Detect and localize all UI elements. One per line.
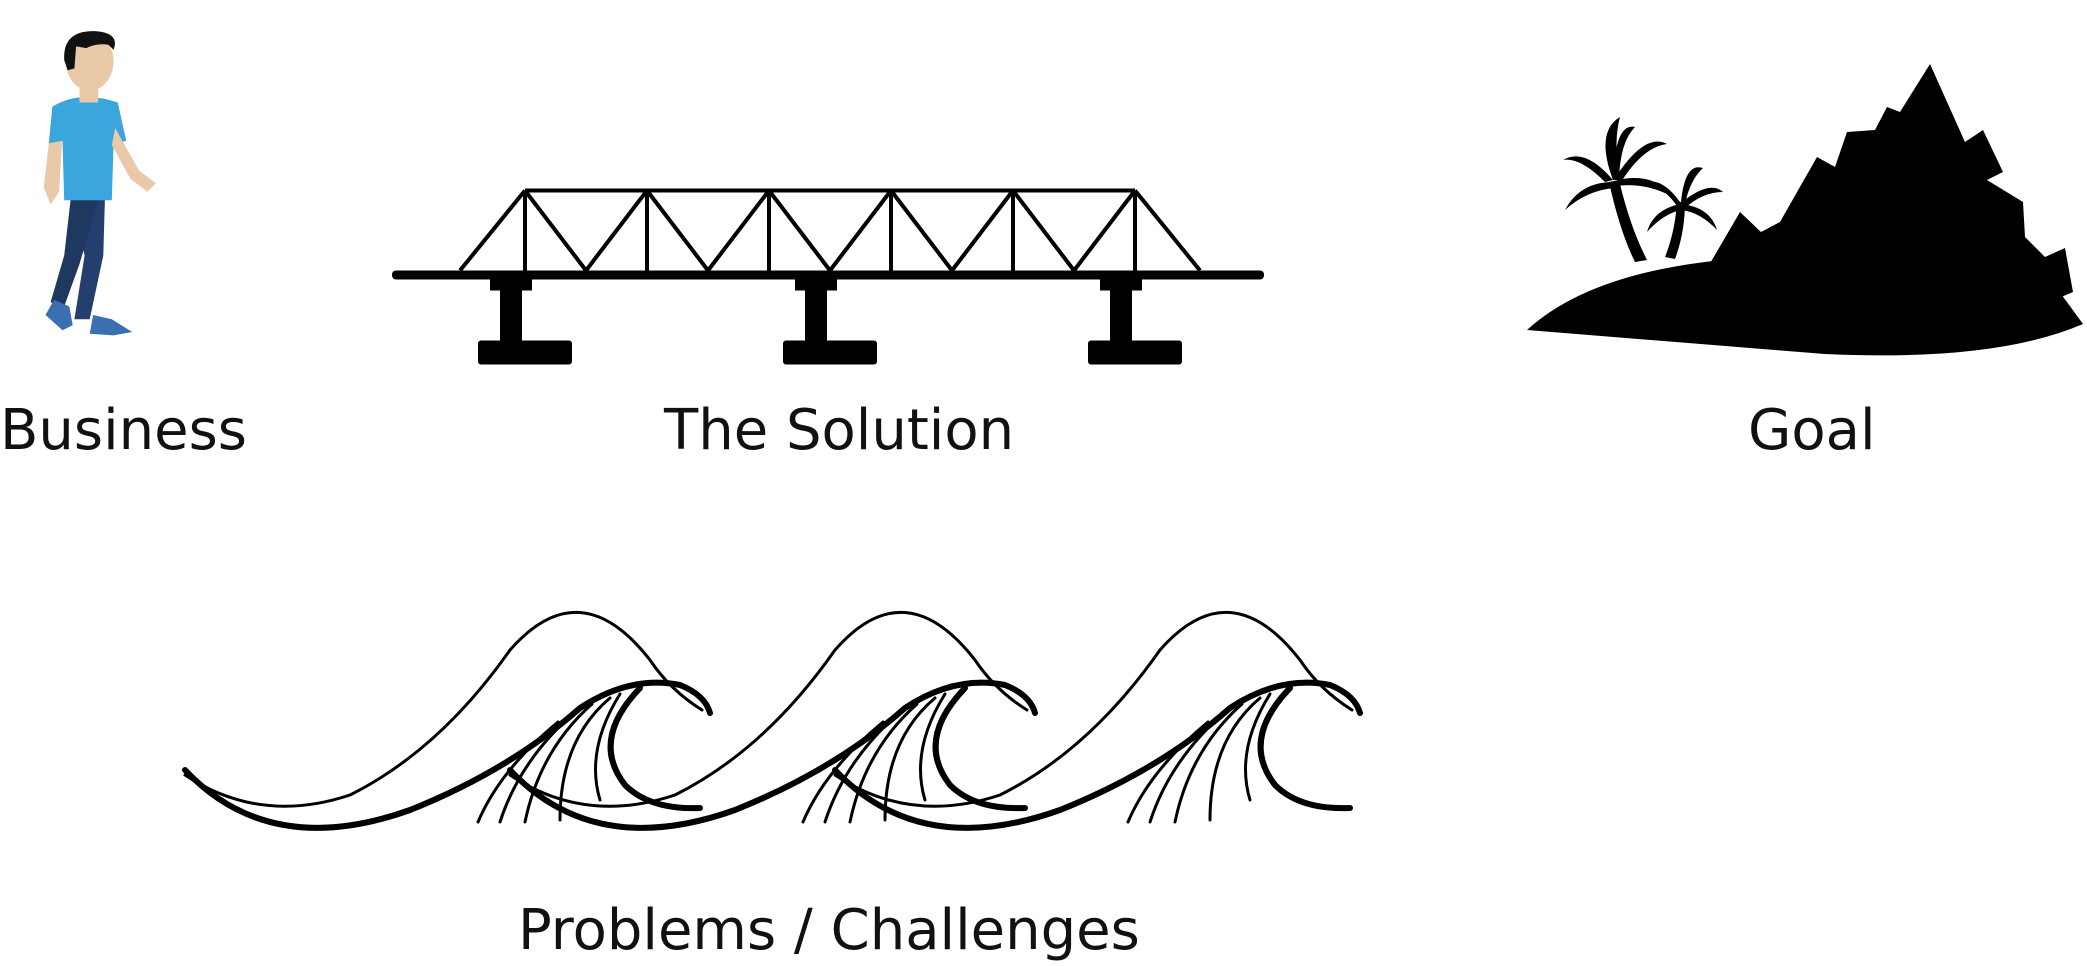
business-label: Business [0, 398, 247, 463]
truss-bridge-icon [392, 188, 1264, 365]
goal-label: Goal [1748, 398, 1876, 463]
island-mountain-icon [1527, 64, 2083, 356]
walking-person-icon [43, 31, 156, 336]
problems-label: Problems / Challenges [518, 898, 1140, 963]
solution-label: The Solution [664, 398, 1015, 463]
ocean-waves-icon [182, 611, 1363, 831]
